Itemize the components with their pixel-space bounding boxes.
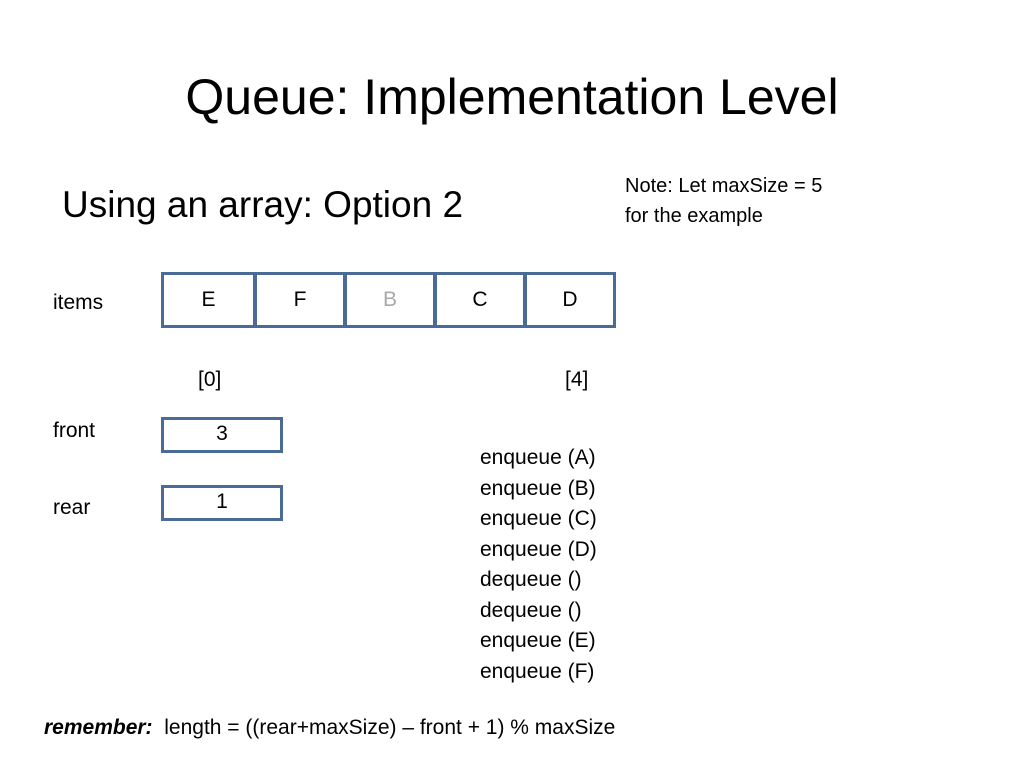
- operation-item: enqueue (B): [480, 476, 596, 500]
- array-cell-1: F: [254, 272, 346, 328]
- rear-value-box: 1: [161, 485, 283, 521]
- remember-formula: remember: length = ((rear+maxSize) – fro…: [44, 714, 615, 742]
- note-line-1: Note: Let maxSize = 5: [625, 175, 823, 197]
- array-cell-3: C: [434, 272, 526, 328]
- operation-item: dequeue (): [480, 568, 582, 591]
- array-cell-0: E: [161, 272, 256, 328]
- operation-item: enqueue (E): [480, 629, 596, 652]
- slide-title: Queue: Implementation Level: [185, 69, 839, 125]
- first-index-label: [0]: [198, 368, 222, 391]
- last-index-label: [4]: [565, 368, 589, 391]
- operation-item: dequeue (): [480, 598, 582, 622]
- front-value-box: 3: [161, 417, 283, 453]
- remember-keyword: remember:: [44, 716, 153, 739]
- array-cell-2: B: [344, 272, 436, 328]
- items-array: E F B C D: [161, 272, 616, 328]
- operation-item: enqueue (C): [480, 507, 597, 530]
- note-text: Note: Let maxSize = 5 for the example: [625, 171, 822, 231]
- length-formula: length = ((rear+maxSize) – front + 1) % …: [164, 716, 616, 739]
- slide-subtitle: Using an array: Option 2: [62, 184, 464, 225]
- operation-item: enqueue (F): [480, 659, 595, 683]
- front-label: front: [53, 419, 96, 442]
- operations-list: enqueue (A) enqueue (B) enqueue (C) enqu…: [480, 443, 597, 687]
- array-cell-4: D: [524, 272, 616, 328]
- operation-item: enqueue (A): [480, 446, 596, 469]
- items-label: items: [53, 291, 104, 314]
- operation-item: enqueue (D): [480, 537, 597, 561]
- rear-label: rear: [53, 496, 91, 519]
- note-line-2: for the example: [625, 205, 763, 227]
